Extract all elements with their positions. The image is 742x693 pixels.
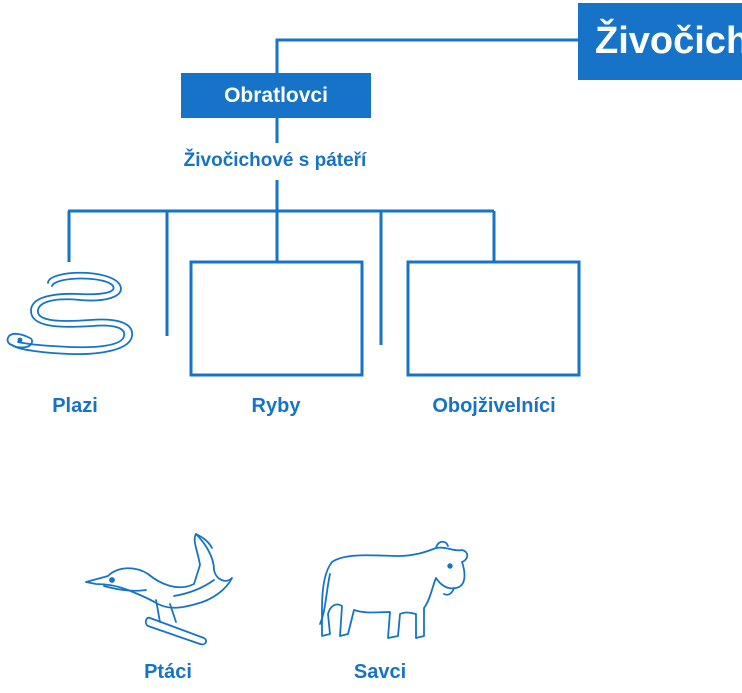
ryby-image-placeholder: [189, 260, 364, 377]
obojzivelnici-label: Obojživelníci: [432, 395, 556, 417]
bird-icon: [85, 533, 233, 646]
obratlovci-box: Obratlovci: [181, 73, 371, 118]
obojzivelnici-image-placeholder: [406, 260, 581, 377]
plazi-label: Plazi: [52, 395, 98, 417]
subtitle-label: Živočichové s páteří: [183, 150, 367, 171]
ptaci-label: Ptáci: [144, 661, 192, 683]
connector-title-obratlovci: [275, 38, 578, 73]
ryby-label: Ryby: [251, 395, 301, 417]
title-box: Živočichové: [578, 3, 742, 80]
snake-icon: [6, 271, 133, 356]
savci-label: Savci: [353, 661, 407, 683]
cow-icon: [319, 540, 469, 639]
